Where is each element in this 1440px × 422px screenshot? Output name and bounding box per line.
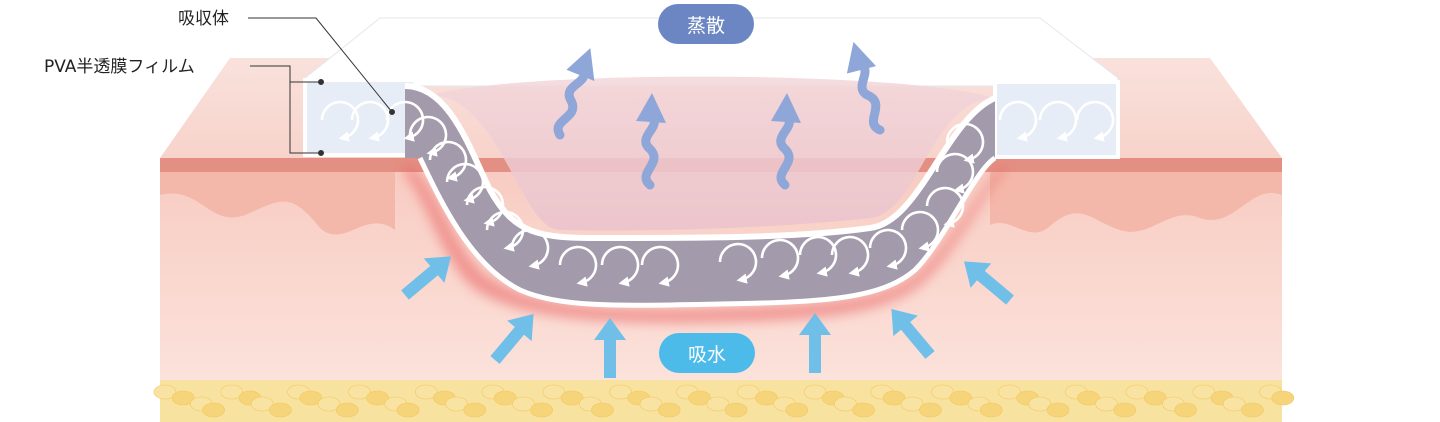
circular-arrow-icon (408, 115, 448, 157)
fat-cell (530, 402, 553, 418)
fat-cell (1095, 396, 1118, 412)
fat-cell (366, 390, 389, 406)
circular-arrow-icon (868, 228, 908, 270)
fat-cell (639, 396, 663, 412)
fat-cell (317, 396, 341, 412)
fat-cell (1143, 390, 1167, 406)
fat-cell (1113, 402, 1137, 418)
circular-arrow-icon (640, 245, 680, 287)
fat-cell (493, 390, 517, 406)
fat-cell (560, 390, 584, 406)
straight-arrow-icon (490, 314, 534, 364)
fat-cell (269, 402, 292, 418)
wavy-up-arrow-icon (846, 41, 885, 135)
absorption-badge: 吸水 (659, 333, 755, 373)
fat-cell (220, 384, 244, 400)
fat-cell (882, 390, 906, 406)
fat-cell (1222, 396, 1246, 412)
evaporation-badge: 蒸散 (658, 4, 754, 44)
absorber-label: 吸収体 (178, 9, 229, 29)
circular-arrow-icon (760, 238, 800, 280)
fat-cell (931, 384, 954, 400)
fat-cell (979, 402, 1003, 418)
fat-cell (755, 390, 778, 406)
straight-arrow-icon (401, 256, 451, 300)
fat-cell (1028, 396, 1052, 412)
circular-arrow-icon (510, 228, 550, 270)
wavy-up-arrow-icon (553, 48, 595, 140)
fat-cell (900, 396, 924, 412)
svg-text:蒸散: 蒸散 (687, 15, 725, 37)
circular-arrow-icon (445, 162, 485, 204)
fat-cell (299, 390, 323, 406)
wavy-up-arrow-icon (771, 93, 801, 190)
circular-arrow-icon (945, 122, 985, 164)
circular-arrow-icon (558, 245, 598, 287)
circular-arrow-icon (718, 242, 758, 284)
fat-cell (542, 384, 566, 400)
straight-arrow-icon (891, 309, 935, 359)
straight-arrow-icon (964, 261, 1014, 305)
circular-arrow-icon (1075, 100, 1115, 142)
straight-arrow-icon (594, 318, 626, 378)
fat-cell (171, 390, 195, 406)
fat-cell (348, 384, 371, 400)
fat-cell (785, 402, 809, 418)
fat-cell (202, 402, 225, 418)
svg-text:吸水: 吸水 (688, 344, 726, 366)
fat-cell (591, 402, 614, 418)
fat-cell (153, 384, 177, 400)
fat-cell (1077, 390, 1100, 406)
fat-cell (834, 396, 857, 412)
fat-cell (396, 402, 420, 418)
circular-arrow-icon (1038, 100, 1078, 142)
absorption-swirls (320, 100, 1115, 287)
fat-cell (512, 396, 535, 412)
fat-cell (1046, 402, 1070, 418)
fat-cell (688, 390, 711, 406)
fat-cell (1125, 384, 1149, 400)
fat-cell (250, 396, 274, 412)
fat-cell (1192, 384, 1216, 400)
fat-cell (919, 402, 942, 418)
circular-arrow-icon (465, 185, 505, 227)
fat-cell (706, 396, 730, 412)
fat-cell (335, 402, 359, 418)
fat-cell (1271, 390, 1295, 406)
fat-cell (463, 402, 487, 418)
film-label: PVA半透膜フィルム (44, 57, 195, 77)
circular-arrow-icon (350, 100, 390, 142)
fat-cell (1241, 402, 1264, 418)
fat-cell (803, 384, 827, 400)
circular-arrow-icon (600, 245, 640, 287)
fat-cell (852, 402, 875, 418)
absorber-pad-right (993, 80, 1120, 159)
fat-cell (724, 402, 748, 418)
fat-cell (998, 384, 1021, 400)
circular-arrow-icon (798, 235, 838, 277)
fat-cell (1174, 402, 1197, 418)
dermal-papillae (160, 172, 1282, 235)
fat-cell (414, 384, 438, 400)
fat-cell (949, 390, 973, 406)
straight-arrow-icon (799, 313, 831, 373)
fat-cell (657, 402, 681, 418)
circular-arrow-icon (428, 140, 468, 182)
circular-arrow-icon (485, 210, 525, 252)
circular-arrow-icon (998, 100, 1038, 142)
fat-cell (736, 384, 760, 400)
wavy-up-arrow-icon (636, 93, 666, 190)
absorption-arrows (401, 256, 1014, 378)
evaporation-arrows (553, 41, 885, 190)
circular-arrow-icon (320, 100, 360, 142)
fat-cell (445, 396, 468, 412)
circular-arrow-icon (900, 210, 940, 252)
circular-arrow-icon (830, 235, 870, 277)
absorber-pad (405, 86, 995, 306)
fat-cell (609, 384, 632, 400)
fat-cells (153, 384, 1295, 418)
leader-lines (248, 17, 395, 156)
